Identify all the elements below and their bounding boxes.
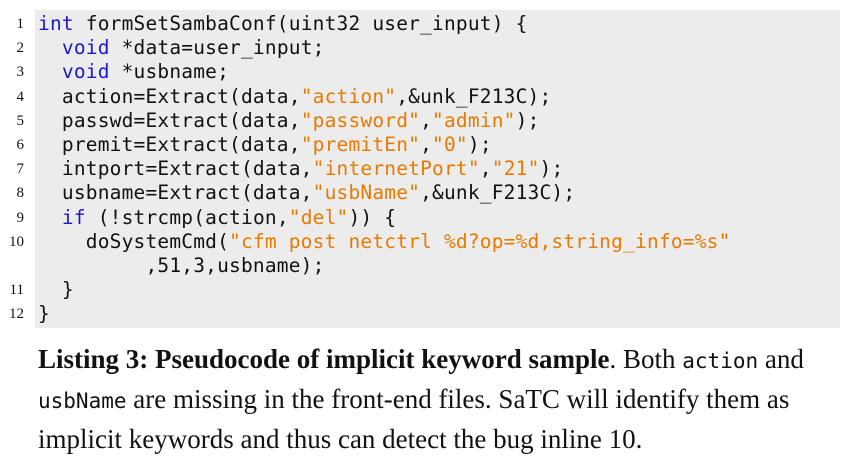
- code-token: ,: [420, 108, 433, 132]
- caption-code-usbname: usbName: [38, 389, 127, 413]
- code-keyword: int: [38, 12, 74, 35]
- line-number: 3: [16, 64, 25, 81]
- code-token: *data=user_input;: [109, 36, 325, 60]
- code-token: [38, 36, 62, 59]
- code-token: ,&unk_F213C);: [396, 84, 552, 108]
- caption-text-1: . Both: [609, 344, 683, 374]
- line-number: 9: [16, 209, 25, 226]
- code-token: premit=Extract(data,: [38, 133, 301, 156]
- code-token: doSystemCmd(: [38, 229, 230, 253]
- code-token: );: [467, 133, 492, 156]
- code-text: action=Extract(data,"action",&unk_F213C)…: [38, 85, 551, 109]
- code-line: 4 action=Extract(data,"action",&unk_F213…: [0, 85, 861, 109]
- code-line: 10 doSystemCmd("cfm post netctrl %d?op=%…: [0, 230, 861, 254]
- code-line: ,51,3,usbname);: [0, 254, 861, 278]
- line-number: 4: [16, 88, 25, 105]
- code-text: }: [38, 302, 50, 326]
- code-listing-background: [35, 10, 840, 328]
- caption-text-2: and: [758, 344, 804, 374]
- code-string: "password": [300, 108, 421, 132]
- code-token: ,&unk_F213C);: [420, 181, 576, 205]
- code-text: ,51,3,usbname);: [38, 254, 325, 278]
- code-token: ,51,3,usbname);: [38, 254, 325, 277]
- line-number: 8: [16, 185, 25, 202]
- code-text: void *data=user_input;: [38, 36, 325, 60]
- code-string: "premitEn": [300, 133, 421, 156]
- line-number: 12: [9, 306, 24, 323]
- code-token: action=Extract(data,: [38, 84, 301, 108]
- code-line: 7 intport=Extract(data,"internetPort","2…: [0, 157, 861, 181]
- code-text: if (!strcmp(action,"del")) {: [38, 206, 396, 230]
- code-string: "action": [300, 84, 397, 108]
- code-string: "admin": [432, 108, 516, 132]
- code-token: }: [38, 278, 74, 302]
- code-token: );: [515, 108, 540, 132]
- code-token: ,: [479, 157, 492, 181]
- line-number: 1: [16, 16, 25, 32]
- code-text: premit=Extract(data,"premitEn","0");: [38, 133, 492, 157]
- code-token: (!strcmp(action,: [85, 205, 289, 229]
- code-token: }: [38, 302, 50, 326]
- code-line: 5 passwd=Extract(data,"password","admin"…: [0, 109, 861, 133]
- caption-text-3: are missing in the front-end files. SaTC…: [38, 384, 790, 454]
- code-line: 9 if (!strcmp(action,"del")) {: [0, 206, 861, 230]
- line-number: 5: [16, 112, 25, 129]
- code-string: "cfm post netctrl %d?op=%d,string_info=%…: [229, 229, 731, 253]
- line-number: 11: [9, 282, 24, 299]
- code-keyword: void: [61, 60, 110, 84]
- line-number: 10: [9, 233, 24, 250]
- code-token: );: [539, 157, 564, 181]
- line-number: 2: [16, 40, 25, 57]
- code-token: *usbname;: [109, 60, 230, 84]
- code-line: 6 premit=Extract(data,"premitEn","0");: [0, 133, 861, 157]
- caption-label: Listing 3: Pseudocode of implicit keywor…: [38, 344, 610, 374]
- code-text: }: [38, 278, 74, 302]
- code-line: 3 void *usbname;: [0, 60, 861, 84]
- code-token: [38, 206, 62, 229]
- code-keyword: if: [61, 205, 86, 229]
- code-string: "21": [491, 157, 540, 181]
- code-line: 2 void *data=user_input;: [0, 36, 861, 60]
- code-token: intport=Extract(data,: [38, 157, 313, 181]
- line-number: 7: [16, 161, 25, 178]
- caption-code-action: action: [682, 349, 759, 373]
- code-token: passwd=Extract(data,: [38, 108, 301, 132]
- code-text: doSystemCmd("cfm post netctrl %d?op=%d,s…: [38, 230, 731, 254]
- code-text: intport=Extract(data,"internetPort","21"…: [38, 157, 563, 181]
- code-text: int formSetSambaConf(uint32 user_input) …: [38, 12, 528, 36]
- code-line: 1 int formSetSambaConf(uint32 user_input)…: [0, 12, 861, 36]
- code-text: usbname=Extract(data,"usbName",&unk_F213…: [38, 181, 575, 205]
- code-text: void *usbname;: [38, 60, 229, 84]
- code-text: passwd=Extract(data,"password","admin");: [38, 109, 540, 133]
- code-keyword: void: [61, 36, 110, 60]
- code-string: "del": [288, 205, 349, 229]
- code-line: 12}: [0, 302, 861, 326]
- code-token: formSetSambaConf(uint32 user_input) {: [73, 12, 528, 35]
- code-string: "usbName": [312, 181, 421, 205]
- code-token: )) {: [348, 205, 397, 229]
- listing-caption: Listing 3: Pseudocode of implicit keywor…: [38, 340, 843, 458]
- line-number: 6: [16, 137, 25, 153]
- code-token: usbname=Extract(data,: [38, 181, 313, 205]
- code-token: [38, 60, 62, 83]
- code-string: "internetPort": [312, 157, 480, 181]
- code-line: 8 usbname=Extract(data,"usbName",&unk_F2…: [0, 181, 861, 205]
- code-token: ,: [420, 133, 433, 156]
- code-string: "0": [432, 133, 468, 156]
- code-line: 11 }: [0, 278, 861, 302]
